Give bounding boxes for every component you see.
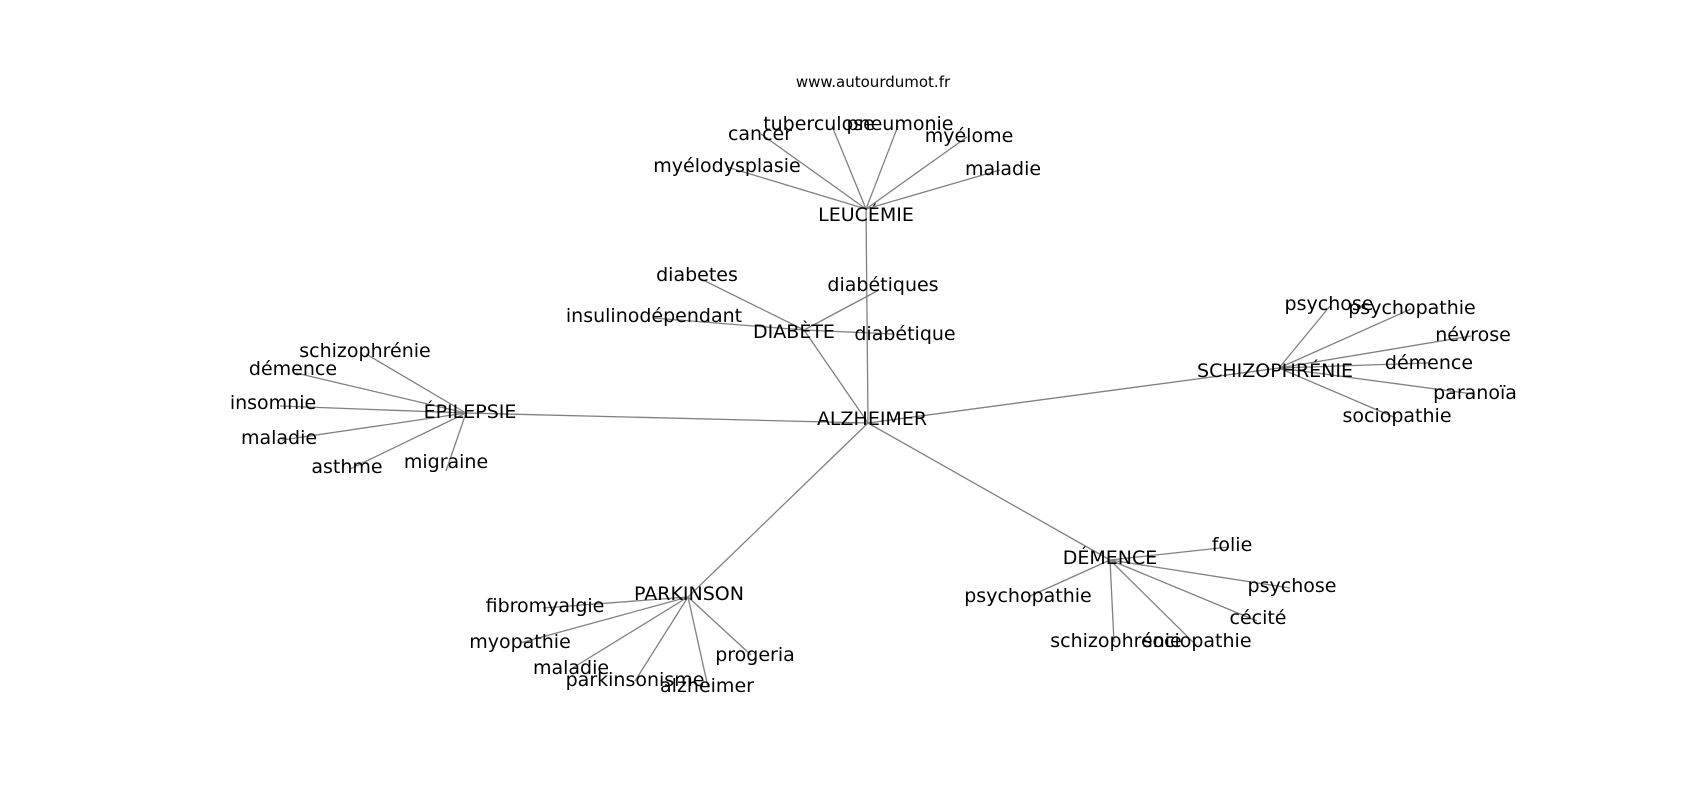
node-sch-demence: démence (1385, 352, 1473, 374)
edge-leucemie-leu-maladie (865, 169, 1001, 210)
edge-diabete-dia-diabetiques (803, 289, 880, 331)
edge-epilepsie-epi-migraine (445, 412, 467, 472)
node-par-myopathie: myopathie (469, 631, 571, 653)
node-epi-schizophrenie: schizophrénie (299, 340, 430, 362)
edge-demence-dem-psychopathie (1027, 559, 1111, 598)
graph-edges (279, 125, 1474, 688)
edge-schizophrenie-sch-psychose (1278, 305, 1331, 369)
graph-nodes: ALZHEIMER LEUCÉMIE DIABÈTE ÉPILEPSIE SCHIZOP… (230, 113, 1517, 697)
node-par-fibromyalgie: fibromyalgie (486, 595, 605, 617)
node-dem-sociopathie: sociopathie (1142, 630, 1251, 652)
node-leu-myelome: myélome (925, 125, 1014, 147)
edge-alzheimer-diabete (803, 329, 869, 424)
node-sch-psychopathie: psychopathie (1348, 297, 1475, 319)
node-par-maladie: maladie (533, 657, 609, 679)
node-dem-psychose: psychose (1248, 575, 1337, 597)
node-sch-psychose: psychose (1285, 293, 1374, 315)
edge-schizophrenie-sch-paranoia (1278, 367, 1474, 395)
node-sch-nevrose: névrose (1435, 324, 1511, 346)
node-sch-sociopathie: sociopathie (1342, 405, 1451, 427)
edge-demence-dem-schizophrenie (1109, 559, 1115, 643)
edge-parkinson-par-progeria (687, 596, 752, 656)
node-alzheimer: ALZHEIMER (817, 408, 927, 430)
edge-parkinson-par-myopathie (519, 596, 689, 644)
edge-parkinson-par-parkinsonisme (634, 596, 689, 682)
node-dem-folie: folie (1212, 534, 1253, 556)
edge-alzheimer-epilepsie (465, 412, 869, 424)
edge-demence-dem-folie (1109, 546, 1230, 561)
edge-alzheimer-schizophrenie (867, 367, 1280, 424)
edge-epilepsie-epi-insomnie (279, 405, 467, 414)
edge-demence-dem-psychose (1109, 559, 1291, 589)
edge-diabete-dia-diabetes (700, 278, 805, 331)
node-leu-myelodysplasie: myélodysplasie (653, 155, 800, 177)
source-url: www.autourdumot.fr (796, 73, 951, 91)
node-demence: DÉMENCE (1063, 546, 1158, 569)
node-epi-migraine: migraine (404, 451, 488, 473)
edge-demence-dem-sociopathie (1109, 559, 1198, 647)
node-parkinson: PARKINSON (634, 583, 744, 605)
node-epi-maladie: maladie (241, 427, 317, 449)
node-leucemie: LEUCÉMIE (818, 203, 914, 226)
edge-leucemie-leu-myelome (865, 136, 968, 210)
node-epilepsie: ÉPILEPSIE (424, 400, 517, 423)
edge-schizophrenie-sch-nevrose (1278, 335, 1472, 369)
node-leu-pneumonie: pneumonie (847, 113, 954, 135)
edge-parkinson-par-fibromyalgie (542, 596, 689, 609)
edge-leucemie-leu-tuberculose (831, 125, 867, 210)
node-schizophrenie: SCHIZOPHRÉNIE (1197, 359, 1353, 382)
edge-epilepsie-epi-maladie (281, 412, 467, 441)
edge-schizophrenie-sch-sociopathie (1278, 367, 1397, 419)
edge-alzheimer-leucemie (865, 208, 869, 424)
edge-schizophrenie-sch-demence (1278, 362, 1429, 369)
edge-parkinson-par-alzheimer (687, 596, 709, 688)
node-leu-maladie: maladie (965, 158, 1041, 180)
node-dem-psychopathie: psychopathie (964, 585, 1091, 607)
node-dia-diabetique: diabétique (854, 323, 955, 345)
edge-parkinson-par-maladie (570, 596, 689, 670)
edge-demence-dem-cecite (1109, 559, 1258, 622)
node-dem-schizophrenie: schizophrénie (1050, 630, 1181, 652)
edge-leucemie-leu-myelodysplasie (726, 166, 867, 210)
node-sch-paranoia: paranoïa (1433, 382, 1517, 404)
edge-alzheimer-demence (867, 422, 1111, 561)
node-leu-cancer: cancer (728, 123, 792, 145)
edge-diabete-dia-insulinodependant (652, 317, 805, 331)
node-par-parkinsonisme: parkinsonisme (566, 669, 705, 691)
edge-epilepsie-epi-demence (295, 372, 467, 414)
edge-schizophrenie-sch-psychopathie (1278, 308, 1412, 369)
node-epi-asthme: asthme (311, 456, 382, 478)
edge-leucemie-leu-cancer (760, 133, 867, 210)
node-dia-insulinodependant: insulinodépendant (566, 305, 742, 327)
node-epi-insomnie: insomnie (230, 392, 316, 414)
edge-leucemie-leu-pneumonie (865, 125, 899, 210)
node-dia-diabetes: diabetes (656, 264, 738, 286)
node-dia-diabetiques: diabétiques (827, 274, 938, 296)
edge-epilepsie-epi-asthme (349, 412, 467, 470)
node-diabete: DIABÈTE (753, 320, 835, 343)
edge-epilepsie-epi-schizophrenie (365, 353, 467, 414)
node-epi-demence: démence (249, 358, 337, 380)
node-par-alzheimer: alzheimer (660, 675, 754, 697)
node-par-progeria: progeria (715, 644, 795, 666)
node-leu-tuberculose: tuberculose (763, 113, 875, 135)
edge-alzheimer-parkinson (687, 422, 869, 598)
edge-diabete-dia-diabetique (803, 329, 894, 335)
node-dem-cecite: cécité (1230, 607, 1287, 629)
